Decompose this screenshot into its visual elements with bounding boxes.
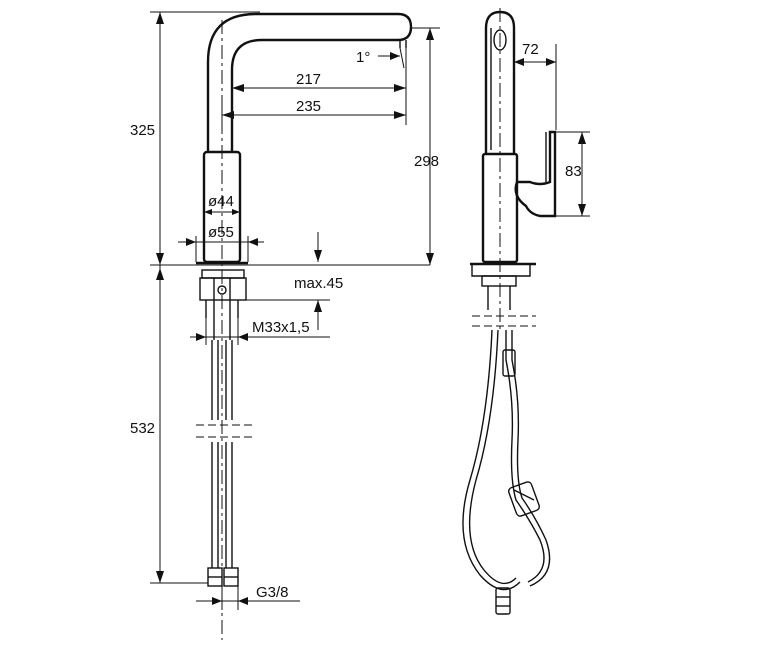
dim-thread: M33x1,5 [190, 318, 330, 345]
front-view-mounting [199, 269, 247, 340]
label-diameter-base: ø55 [208, 224, 234, 241]
front-view-hoses [196, 340, 256, 587]
dim-reach-inner: 217 [232, 71, 406, 92]
dim-diameter-base: ø55 [178, 224, 264, 262]
label-lever-height: 83 [565, 163, 582, 180]
label-height-total: 325 [130, 122, 155, 139]
side-view-hose-loop [462, 329, 551, 615]
front-view-faucet [196, 12, 413, 265]
dim-height-total: 325 [130, 12, 164, 265]
dim-hose-length: 532 [130, 265, 164, 583]
dim-connection: G3/8 [196, 584, 300, 610]
dim-side-offset: 72 [513, 40, 557, 130]
label-connection: G3/8 [256, 584, 289, 601]
label-side-offset: 72 [522, 41, 539, 58]
dim-lever-height: 83 [555, 131, 590, 217]
label-diameter-body: ø44 [208, 193, 234, 210]
dim-spout-angle: 1° [356, 47, 405, 69]
dim-spout-height: 298 [414, 28, 439, 265]
side-view-faucet [470, 10, 557, 310]
label-reach-outer: 235 [296, 98, 321, 115]
label-max-thickness: max.45 [294, 275, 343, 292]
label-thread: M33x1,5 [252, 319, 310, 336]
label-reach-inner: 217 [296, 71, 321, 88]
label-spout-angle: 1° [356, 49, 370, 66]
dim-diameter-body: ø44 [204, 193, 240, 215]
dim-max-thickness: max.45 [246, 232, 343, 330]
label-hose-length: 532 [130, 420, 155, 437]
dim-reach-outer: 235 [222, 98, 406, 119]
label-spout-height: 298 [414, 153, 439, 170]
